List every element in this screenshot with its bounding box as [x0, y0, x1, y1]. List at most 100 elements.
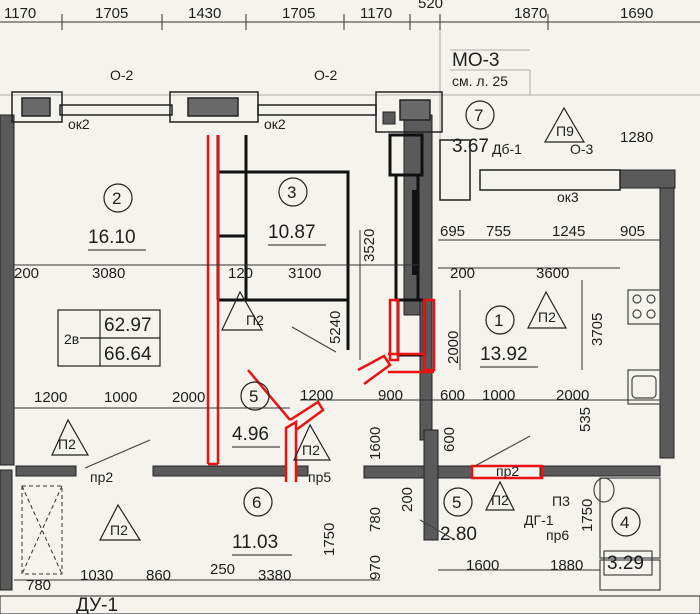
finish-label: П2: [491, 492, 509, 508]
room-area: 3.67: [452, 136, 489, 157]
window-opening-left: ок2: [68, 116, 90, 132]
room-area: 10.87: [268, 222, 316, 243]
room-number: 4: [620, 513, 629, 532]
top-dim-6: 520: [418, 0, 443, 12]
finish-label: П9: [556, 123, 574, 139]
window-frames: [11, 91, 621, 201]
dim-695: 695: [440, 223, 465, 240]
room-area: 13.92: [480, 344, 528, 365]
doorway-pr2-left: пр2: [90, 469, 113, 485]
finish-label: П2: [110, 522, 128, 538]
dim-2000-right: 2000: [556, 387, 589, 404]
dim-860: 860: [146, 567, 171, 584]
room-1: 1 13.92: [480, 305, 538, 368]
dim-780: 780: [26, 577, 51, 594]
dim-780-vertical: 780: [367, 507, 384, 532]
room-area: 4.96: [232, 424, 269, 445]
dim-3380: 3380: [258, 567, 291, 584]
room-area: 2.80: [440, 524, 477, 545]
room-number: 5: [249, 387, 258, 406]
top-dimension-line: [0, 14, 700, 30]
top-dim-7: 1870: [514, 5, 547, 22]
dim-1600-vertical: 1600: [367, 427, 384, 460]
dim-1245: 1245: [552, 223, 585, 240]
dim-1880: 1880: [550, 557, 583, 574]
dim-3705: 3705: [589, 313, 606, 346]
dim-120: 120: [228, 265, 253, 282]
room-number-circle: [103, 183, 133, 213]
room-area: 3.29: [607, 553, 644, 574]
balcony-ref: МО-3: [452, 50, 500, 71]
axis-lines: [0, 30, 700, 140]
room-5b: 5 2.80: [440, 487, 477, 545]
finish-label: П2: [538, 309, 556, 325]
dim-5240: 5240: [327, 311, 344, 344]
dim-970-vertical: 970: [367, 555, 384, 580]
room-area: 11.03: [232, 532, 278, 553]
room-3: 3 10.87: [268, 177, 326, 246]
doorway-pr5: пр5: [308, 469, 331, 485]
apartment-area-living: 62.97: [104, 315, 152, 336]
door-swings: [84, 326, 531, 541]
room-7: 7 3.67: [452, 100, 495, 157]
dim-1030: 1030: [80, 567, 113, 584]
finish-label: П2: [302, 442, 320, 458]
dim-1750-left: 1750: [321, 523, 338, 556]
room-number: 6: [252, 493, 261, 512]
dim-1000-left: 1000: [104, 389, 137, 406]
dim-2000-vertical: 2000: [445, 331, 462, 364]
room-4: 4 3.29: [603, 507, 653, 576]
dim-3100: 3100: [288, 265, 321, 282]
top-dim-8: 1690: [620, 5, 653, 22]
ventilation-du1: ДУ-1: [76, 595, 118, 614]
room-number: 7: [474, 106, 483, 125]
room-number-circle: [240, 381, 270, 411]
dim-535: 535: [577, 407, 594, 432]
ventilation-lines: [206, 135, 544, 482]
room-number: 5: [452, 493, 461, 512]
shaft-box: [21, 485, 63, 575]
window-type-mid: О-2: [314, 67, 338, 83]
apartment-area-total: 66.64: [104, 344, 152, 365]
dim-1750-right: 1750: [579, 499, 596, 532]
room-number-circle: [278, 177, 308, 207]
room-number-circle: [243, 487, 273, 517]
finish-label: П3: [552, 493, 570, 509]
room-number-circle: [465, 100, 495, 130]
dim-3080: 3080: [92, 265, 125, 282]
room-area-frame: [603, 550, 653, 576]
dim-3520: 3520: [361, 229, 378, 262]
dim-905: 905: [620, 223, 645, 240]
dim-755: 755: [486, 223, 511, 240]
dimension-lines: [14, 230, 660, 581]
dim-600-vertical: 600: [441, 427, 458, 452]
finish-label: П2: [58, 436, 76, 452]
room-number: 3: [287, 183, 296, 202]
top-dim-1: 1170: [4, 5, 36, 22]
room-5a: 5 4.96: [232, 381, 280, 448]
room-2: 2 16.10: [88, 183, 146, 251]
window-type-left: О-2: [110, 67, 134, 83]
top-dim-2: 1705: [95, 5, 128, 22]
doorway-pr6: пр6: [546, 527, 569, 543]
top-dim-4: 1705: [282, 5, 315, 22]
apartment-summary: [57, 309, 161, 367]
dim-3600: 3600: [536, 265, 569, 282]
doorway-pr2-bath: пр2: [496, 463, 519, 479]
apartment-rooms: 2в: [64, 331, 79, 347]
door-dg1: ДГ-1: [524, 512, 554, 528]
room-number: 2: [112, 189, 121, 208]
kitchen-appliances: [593, 289, 661, 591]
dim-1600: 1600: [466, 557, 499, 574]
top-dim-5: 1170: [360, 5, 392, 22]
window-type-o3: О-3: [570, 141, 594, 157]
room-area: 16.10: [88, 227, 136, 248]
dim-1200-left: 1200: [34, 389, 67, 406]
top-dim-3: 1430: [188, 5, 221, 22]
dim-200-vertical: 200: [399, 487, 416, 512]
room-number: 1: [494, 311, 503, 330]
door-db1: Дб-1: [492, 141, 522, 157]
room-6: 6 11.03: [232, 487, 292, 556]
dim-200-left: 200: [14, 265, 39, 282]
